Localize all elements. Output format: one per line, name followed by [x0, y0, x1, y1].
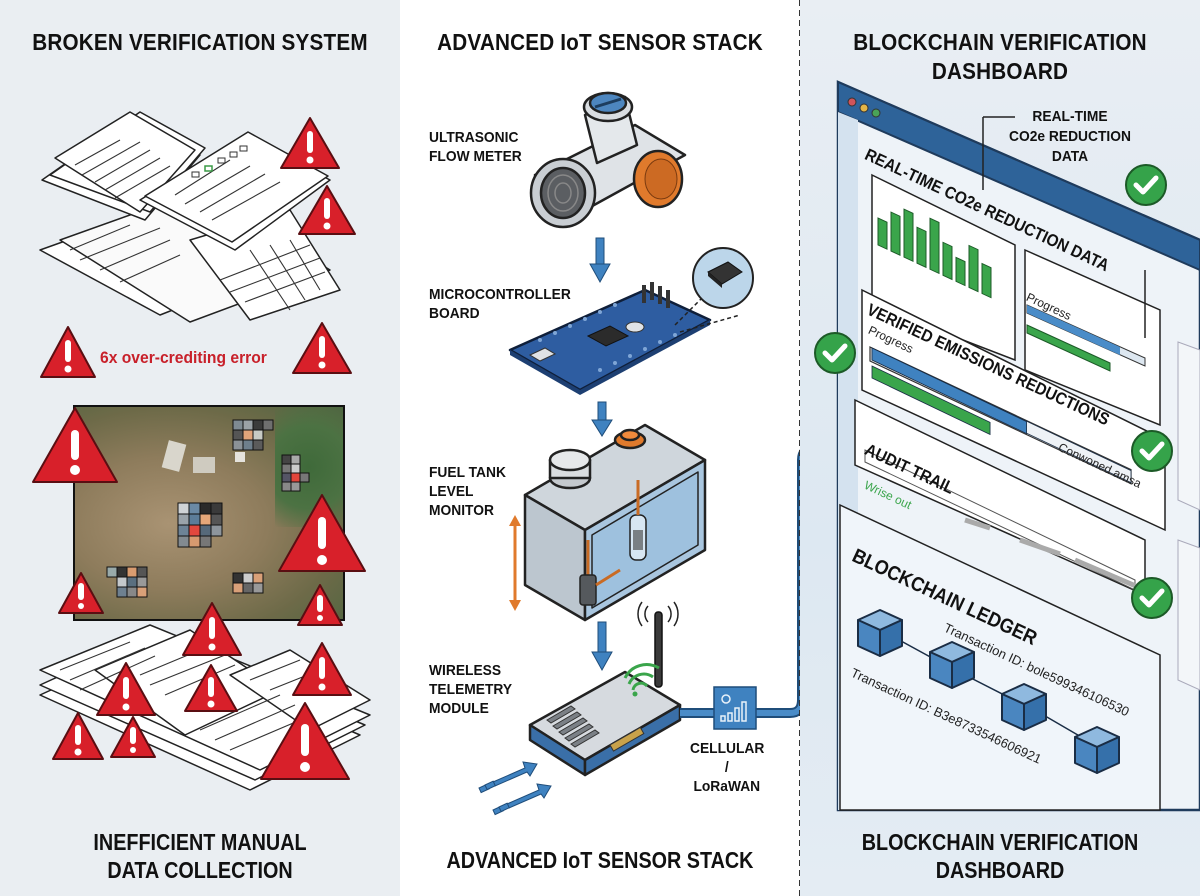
warning-icon	[298, 185, 356, 235]
panel-footer-line1: BLOCKCHAIN VERIFICATION	[861, 829, 1139, 855]
panel-title: BROKEN VERIFICATION SYSTEM	[32, 29, 368, 55]
verified-check-icon	[1131, 430, 1173, 472]
panel-footer-line2: DASHBOARD	[935, 857, 1065, 883]
progress-bar-blue	[871, 347, 1028, 435]
component-label-fuel-tank: FUEL TANK LEVEL MONITOR	[429, 464, 506, 519]
cellular-signal-icon	[713, 686, 757, 730]
warning-icon	[96, 662, 156, 716]
warning-icon	[278, 494, 366, 572]
flow-arrow-icon	[589, 237, 611, 284]
warning-icon	[260, 702, 350, 780]
warning-icon	[297, 584, 343, 626]
co2e-bar	[877, 217, 888, 250]
component-label-telemetry: WIRELESS TELEMETRY MODULE	[429, 662, 513, 717]
panel-blockchain-dashboard: BLOCKCHAIN VERIFICATION DASHBOARD REAL-T…	[800, 0, 1200, 896]
co2e-bar	[929, 217, 940, 275]
warning-icon	[292, 322, 352, 374]
co2e-bar	[981, 262, 992, 299]
co2e-bar	[903, 208, 914, 263]
flow-arrow-icon	[591, 401, 613, 437]
panel-footer-line2: DATA COLLECTION	[107, 857, 293, 883]
co2e-bar	[916, 226, 927, 269]
co2e-bar	[968, 244, 979, 293]
warning-icon	[58, 572, 104, 614]
flow-arrow-icon	[591, 621, 613, 672]
microcontroller-board-icon	[508, 247, 754, 395]
warning-icon	[280, 117, 340, 169]
pixel-grid-overlay	[232, 572, 264, 594]
warning-icon	[184, 664, 238, 712]
pixel-grid-overlay	[281, 454, 310, 492]
error-label: 6x over-crediting error	[100, 348, 267, 367]
panel-iot-sensor-stack: ADVANCED IoT SENSOR STACK ULTRASONIC FLO…	[400, 0, 842, 896]
callout-label: REAL-TIME CO2e REDUCTION DATA	[1009, 108, 1131, 165]
component-label-microcontroller: MICROCONTROLLER BOARD	[429, 286, 571, 322]
co2e-bar-chart	[877, 208, 992, 299]
panel-broken-verification: BROKEN VERIFICATION SYSTEM 6x over-credi…	[0, 0, 400, 896]
panel-footer-line1: INEFFICIENT MANUAL	[93, 829, 307, 855]
warning-icon	[40, 326, 96, 378]
verified-check-icon	[1125, 164, 1167, 206]
warning-icon	[110, 716, 156, 758]
co2e-bar	[890, 211, 901, 256]
warning-icon	[32, 407, 118, 483]
warning-icon	[182, 602, 242, 656]
blockchain-chain	[857, 609, 1120, 774]
component-label-flow-meter: ULTRASONIC FLOW METER	[429, 129, 522, 165]
pixel-grid-overlay	[177, 502, 223, 548]
pixel-grid-overlay	[106, 566, 148, 598]
telemetry-module-icon	[528, 601, 682, 777]
progress-bar-green	[871, 365, 991, 436]
panel-title-line2: DASHBOARD	[931, 58, 1069, 84]
co2e-bar	[942, 241, 953, 281]
panel-title-line1: BLOCKCHAIN VERIFICATION	[853, 29, 1147, 55]
verified-check-icon	[1131, 577, 1173, 619]
data-input-arrow-icon	[478, 761, 552, 816]
panel-footer: ADVANCED IoT SENSOR STACK	[446, 847, 754, 873]
network-label: CELLULAR / LoRaWAN	[690, 740, 765, 795]
progress-bars-small	[1026, 304, 1146, 372]
pixel-grid-overlay	[232, 419, 274, 451]
emissions-progress-bars	[869, 346, 1132, 485]
co2e-bar	[955, 256, 966, 287]
verified-check-icon	[814, 332, 856, 374]
fuel-tank-monitor-icon	[509, 423, 707, 622]
warning-icon	[292, 642, 352, 696]
panel-title: ADVANCED IoT SENSOR STACK	[437, 29, 763, 55]
flow-meter-icon	[529, 91, 687, 229]
warning-icon	[52, 712, 104, 760]
